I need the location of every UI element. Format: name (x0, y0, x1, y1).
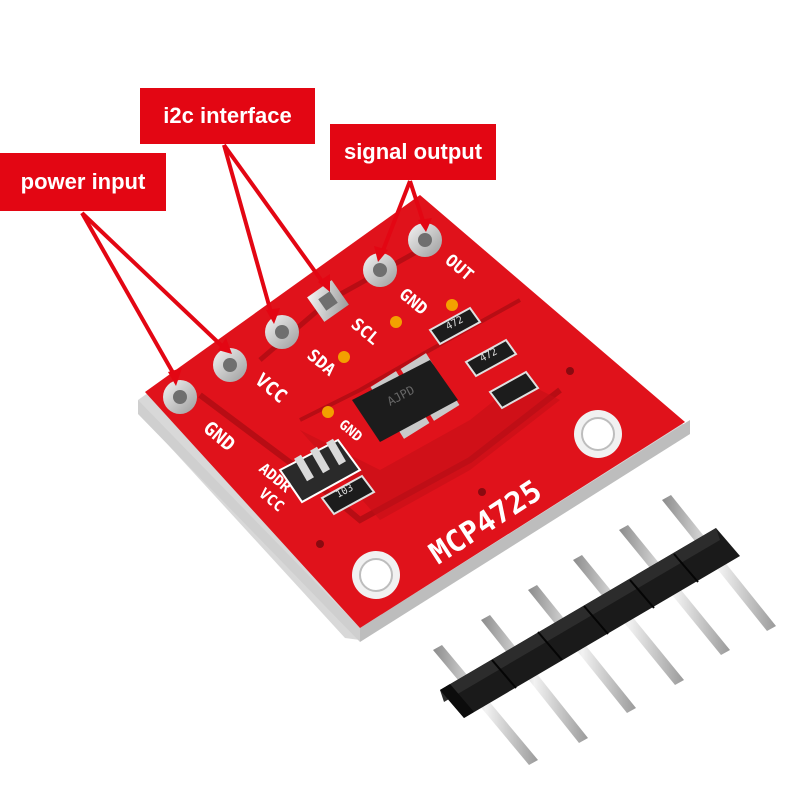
header-pad-out (408, 223, 442, 257)
pin-header-image (433, 495, 776, 765)
power-input-callout: power input (0, 153, 166, 211)
pcb-board-image: GND VCC SDA SCL GND OUT ADDR VCC GND AJP… (138, 195, 690, 642)
i2c-interface-callout: i2c interface (140, 88, 315, 144)
header-pad-sda (265, 315, 299, 349)
header-pad-gnd (163, 380, 197, 414)
signal-output-callout: signal output (330, 124, 496, 180)
i2c-interface-label: i2c interface (163, 103, 292, 128)
capacitor (488, 370, 540, 410)
power-input-label: power input (20, 169, 146, 194)
resistor-1: 472 (428, 306, 482, 346)
signal-output-label: signal output (343, 139, 483, 164)
address-jumper (278, 438, 362, 504)
dac-chip: AJPD (352, 353, 460, 442)
annotation-arrows (80, 143, 432, 386)
header-pad-gnd-2 (363, 253, 397, 287)
header-pad-vcc (213, 348, 247, 382)
header-pad-scl (307, 280, 349, 322)
